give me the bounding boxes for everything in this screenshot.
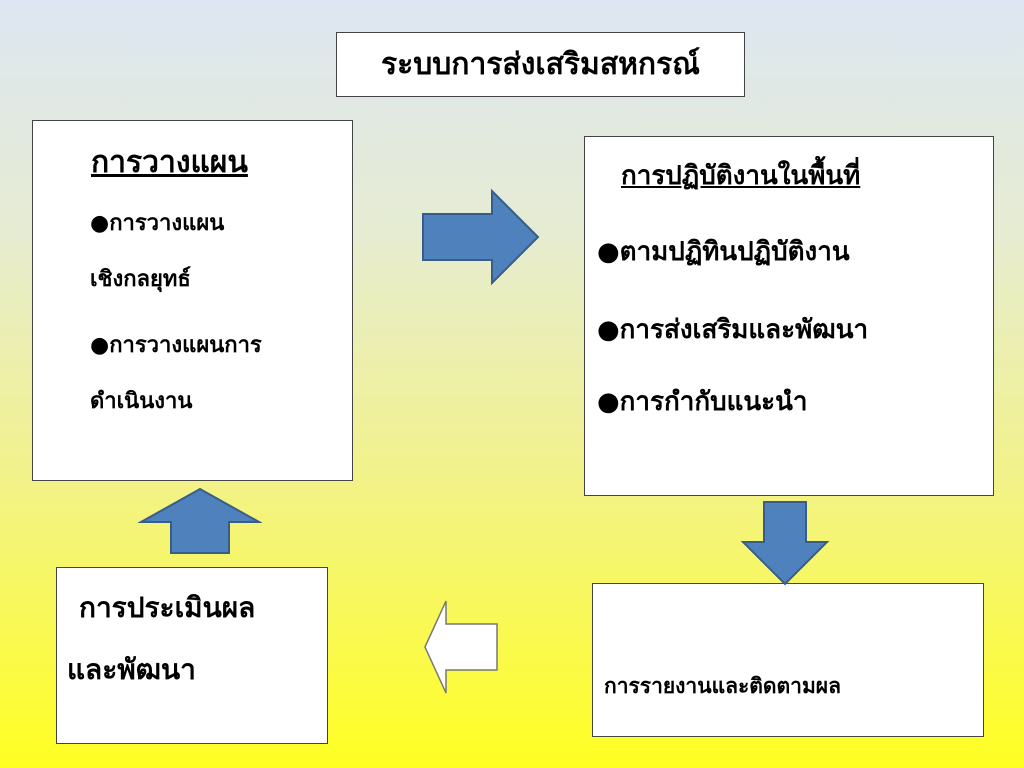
reporting-box: การรายงานและติดตามผล xyxy=(592,583,984,737)
arrow-down-icon xyxy=(740,501,830,586)
planning-item-1-line2: เชิงกลยุทธ์ xyxy=(90,267,191,292)
evaluation-line1: การประเมินผล xyxy=(79,591,256,624)
planning-item-1-line1: ●การวางแผน xyxy=(90,211,225,236)
evaluation-box: การประเมินผล และพัฒนา xyxy=(56,567,328,744)
operation-item-3: ●การกำกับแนะนำ xyxy=(597,387,808,417)
operation-heading: การปฏิบัติงานในพื้นที่ xyxy=(621,161,861,191)
title-box: ระบบการส่งเสริมสหกรณ์ xyxy=(336,32,745,97)
operation-item-1: ●ตามปฏิทินปฏิบัติงาน xyxy=(597,237,850,267)
reporting-label: การรายงานและติดตามผล xyxy=(604,674,841,698)
arrow-right-icon xyxy=(422,188,540,286)
hollow-arrow-left-icon xyxy=(424,600,498,694)
planning-item-2-line1: ●การวางแผนการ xyxy=(90,333,262,358)
diagram-title: ระบบการส่งเสริมสหกรณ์ xyxy=(380,47,701,82)
planning-box: การวางแผน ●การวางแผน เชิงกลยุทธ์ ●การวาง… xyxy=(32,120,353,481)
arrow-up-icon xyxy=(138,487,262,554)
operation-item-2: ●การส่งเสริมและพัฒนา xyxy=(597,315,869,345)
evaluation-line2: และพัฒนา xyxy=(67,653,196,686)
planning-item-2-line2: ดำเนินงาน xyxy=(90,389,193,414)
planning-heading: การวางแผน xyxy=(91,145,248,180)
operation-box: การปฏิบัติงานในพื้นที่ ●ตามปฏิทินปฏิบัติ… xyxy=(584,136,994,496)
